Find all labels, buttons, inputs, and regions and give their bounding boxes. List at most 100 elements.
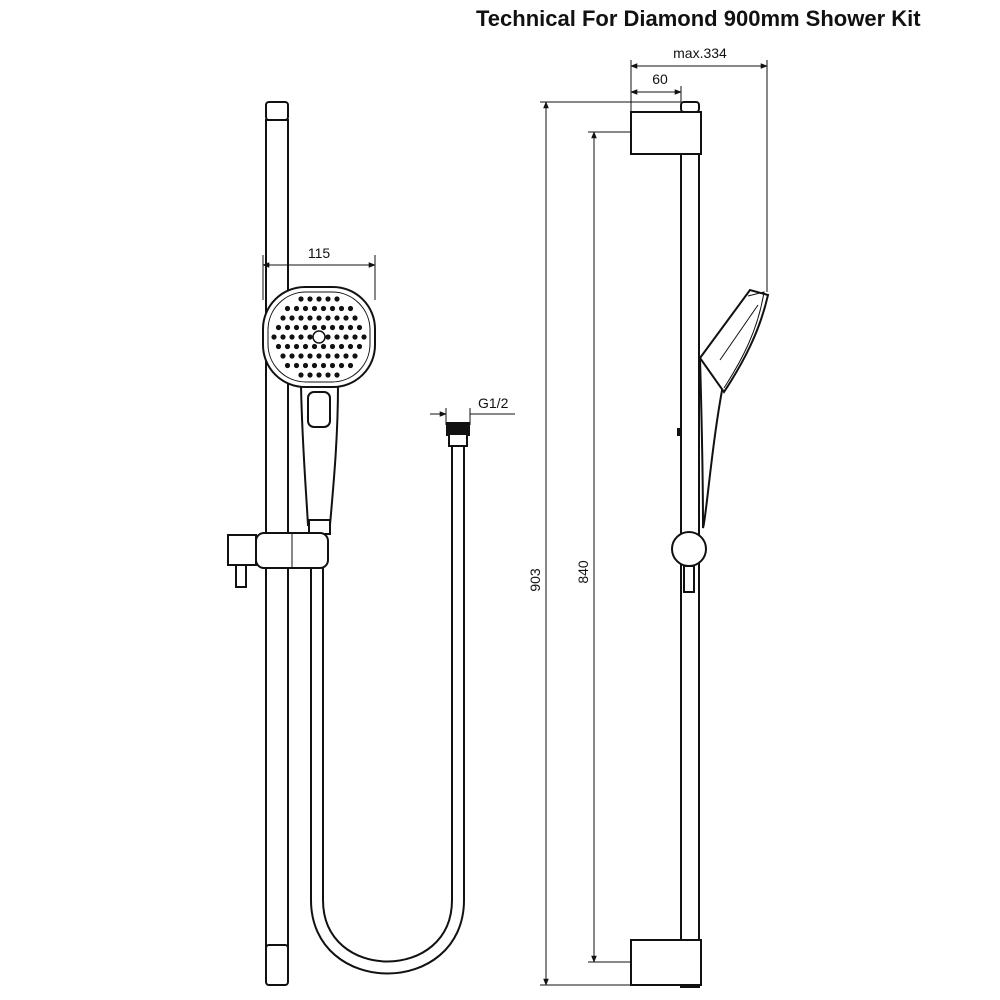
spray-nozzle (352, 315, 358, 321)
spray-nozzle (293, 343, 300, 350)
spray-nozzle (293, 362, 300, 369)
side-handset (698, 338, 738, 529)
spray-nozzle (361, 334, 367, 340)
spray-nozzle (352, 334, 358, 340)
spray-nozzles (271, 296, 367, 378)
front-view (227, 101, 470, 986)
spray-nozzle (284, 362, 291, 369)
spray-nozzle (352, 353, 358, 359)
center-nozzle (312, 330, 326, 344)
spray-nozzle (311, 324, 318, 331)
spray-nozzle (298, 315, 304, 321)
side-top-bracket (630, 111, 702, 155)
spray-nozzle (325, 372, 331, 378)
front-top-cap (265, 101, 289, 121)
spray-nozzle (293, 305, 300, 312)
bracket-spacing-label: 840 (575, 560, 591, 584)
spray-nozzle (284, 305, 291, 312)
spray-nozzle (302, 324, 309, 331)
spray-nozzle (298, 334, 304, 340)
spray-nozzle (316, 372, 322, 378)
spray-nozzle (329, 305, 336, 312)
spray-nozzle (280, 334, 286, 340)
shower-hose (310, 438, 465, 975)
spray-nozzle (307, 372, 313, 378)
side-bottom-bracket (630, 939, 702, 986)
spray-nozzle (302, 343, 309, 350)
spray-nozzle (280, 315, 286, 321)
spray-nozzle (307, 315, 313, 321)
slider-lock-body (227, 534, 257, 566)
spray-nozzle (289, 315, 295, 321)
spray-nozzle (298, 353, 304, 359)
max-projection-label: max.334 (673, 45, 727, 61)
spray-nozzle (307, 296, 313, 302)
spray-nozzle (307, 334, 313, 340)
spray-nozzle (271, 334, 277, 340)
spray-nozzle (325, 315, 331, 321)
spray-nozzle (334, 372, 340, 378)
dim-wall-offset: 60 (630, 71, 682, 102)
spray-nozzle (302, 362, 309, 369)
slider-lock-knob (235, 564, 247, 588)
spray-nozzle (329, 362, 336, 369)
spray-nozzle (347, 305, 354, 312)
dim-max-projection: max.334 (630, 45, 768, 292)
spray-nozzle (316, 353, 322, 359)
spray-nozzle (284, 324, 291, 331)
spray-nozzle (316, 315, 322, 321)
spray-nozzle (311, 305, 318, 312)
spray-nozzle (320, 362, 327, 369)
spray-nozzle (329, 343, 336, 350)
head-width-label: 115 (308, 245, 331, 261)
handle-button (307, 391, 331, 428)
spray-nozzle (325, 353, 331, 359)
spray-nozzle (347, 362, 354, 369)
shower-head (262, 286, 376, 388)
spray-nozzle (275, 324, 282, 331)
dim-head-width: 115 (262, 245, 376, 300)
spray-nozzle (338, 343, 345, 350)
spray-nozzle (325, 334, 331, 340)
spray-nozzle (280, 353, 286, 359)
page-title: Technical For Diamond 900mm Shower Kit (476, 6, 921, 31)
spray-nozzle (293, 324, 300, 331)
dim-overall-height: 903 (527, 101, 681, 986)
spray-nozzle (338, 324, 345, 331)
spray-nozzle (284, 343, 291, 350)
spray-nozzle (338, 305, 345, 312)
connector-label: G1/2 (478, 395, 509, 411)
spray-nozzle (275, 343, 282, 350)
side-slider-knob (671, 531, 707, 567)
spray-nozzle (347, 324, 354, 331)
spray-nozzle (343, 315, 349, 321)
spray-nozzle (325, 296, 331, 302)
spray-nozzle (334, 315, 340, 321)
overall-height-label: 903 (527, 568, 543, 592)
spray-nozzle (356, 324, 363, 331)
spray-nozzle (298, 296, 304, 302)
spray-nozzle (316, 296, 322, 302)
spray-nozzle (320, 324, 327, 331)
spray-nozzle (307, 353, 313, 359)
spray-nozzle (311, 362, 318, 369)
wall-offset-label: 60 (652, 71, 668, 87)
spray-nozzle (320, 343, 327, 350)
dim-bracket-spacing: 840 (575, 131, 631, 963)
spray-nozzle (302, 305, 309, 312)
front-bottom-cap (265, 944, 289, 986)
spray-nozzle (334, 353, 340, 359)
spray-nozzle (289, 353, 295, 359)
side-view (630, 101, 770, 988)
spray-nozzle (356, 343, 363, 350)
dim-connector: G1/2 (430, 395, 515, 425)
spray-nozzle (320, 305, 327, 312)
spray-nozzle (334, 334, 340, 340)
spray-nozzle (298, 372, 304, 378)
spray-nozzle (343, 353, 349, 359)
spray-nozzle (329, 324, 336, 331)
hose-connector-nut (446, 422, 470, 436)
spray-nozzle (289, 334, 295, 340)
handle-end (308, 519, 331, 535)
